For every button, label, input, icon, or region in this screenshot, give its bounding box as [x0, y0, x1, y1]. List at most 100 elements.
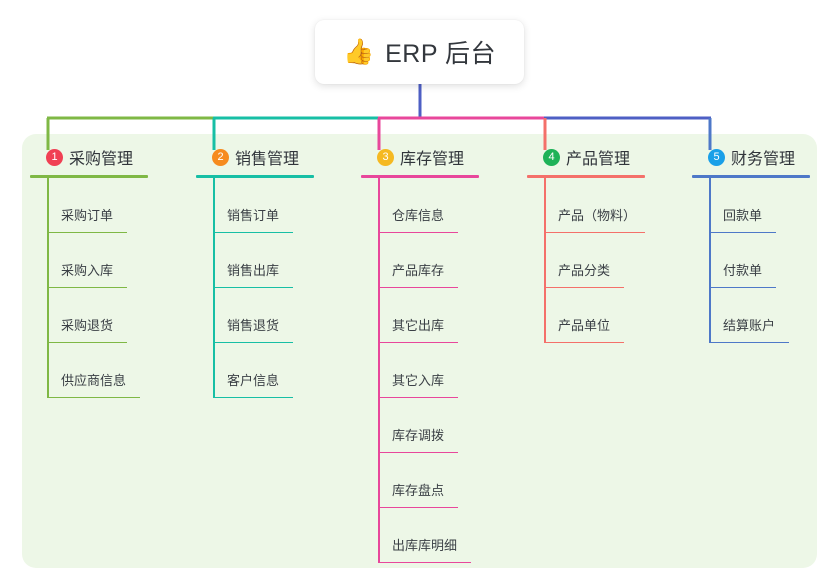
- list-item-label: 其它出库: [392, 318, 445, 333]
- column-spine: [709, 178, 711, 343]
- column-header-4[interactable]: 4 产品管理: [527, 145, 645, 169]
- list-item[interactable]: 产品单位: [527, 288, 645, 343]
- list-item[interactable]: 库存盘点: [361, 453, 479, 508]
- column-title: 财务管理: [731, 151, 796, 168]
- root-node-label: ERP 后台: [385, 40, 497, 68]
- column-4: 4 产品管理产品（物料） 产品分类产品单位: [527, 145, 645, 343]
- column-items: 产品（物料） 产品分类产品单位: [527, 178, 645, 343]
- column-number-badge: 5: [708, 148, 725, 166]
- column-title: 产品管理: [566, 151, 631, 168]
- list-item-rule: [378, 396, 458, 398]
- column-header-rule: [527, 175, 645, 178]
- column-5: 5 财务管理回款单付款单结算账户: [692, 145, 810, 343]
- list-item-rule: [378, 231, 458, 233]
- column-header-5[interactable]: 5 财务管理: [692, 145, 810, 169]
- list-item-label: 产品库存: [392, 263, 445, 278]
- list-item-rule: [544, 341, 624, 343]
- list-item-label: 结算账户: [723, 318, 776, 333]
- column-spine: [378, 178, 380, 563]
- list-item[interactable]: 结算账户: [692, 288, 810, 343]
- column-spine: [213, 178, 215, 398]
- list-item-rule: [544, 231, 645, 233]
- column-header-rule: [30, 175, 148, 178]
- column-number-badge: 4: [543, 148, 560, 166]
- column-spine: [544, 178, 546, 343]
- list-item-label: 产品分类: [558, 263, 611, 278]
- column-number-badge: 2: [212, 148, 229, 166]
- thumbs-up-icon: 👍: [342, 37, 375, 66]
- column-number-badge: 3: [377, 148, 394, 166]
- list-item[interactable]: 产品（物料）: [527, 178, 645, 233]
- list-item-rule: [213, 341, 293, 343]
- list-item-rule: [378, 341, 458, 343]
- list-item[interactable]: 销售出库: [196, 233, 314, 288]
- column-number-badge: 1: [46, 148, 63, 166]
- list-item-label: 付款单: [723, 263, 763, 278]
- list-item[interactable]: 供应商信息: [30, 343, 148, 398]
- column-header-rule: [196, 175, 314, 178]
- list-item-label: 采购退货: [61, 318, 114, 333]
- list-item[interactable]: 仓库信息: [361, 178, 479, 233]
- diagram-background-panel: [22, 134, 817, 568]
- column-header-3[interactable]: 3 库存管理: [361, 145, 479, 169]
- list-item-rule: [47, 341, 127, 343]
- list-item-label: 销售退货: [227, 318, 280, 333]
- list-item[interactable]: 回款单: [692, 178, 810, 233]
- list-item-label: 采购订单: [61, 208, 114, 223]
- column-header-1[interactable]: 1 采购管理: [30, 145, 148, 169]
- list-item[interactable]: 付款单: [692, 233, 810, 288]
- list-item[interactable]: 库存调拨: [361, 398, 479, 453]
- list-item-label: 产品单位: [558, 318, 611, 333]
- list-item-label: 库存调拨: [392, 428, 445, 443]
- list-item-rule: [213, 396, 293, 398]
- list-item[interactable]: 其它入库: [361, 343, 479, 398]
- root-node[interactable]: 👍 ERP 后台: [315, 20, 524, 84]
- list-item-label: 采购入库: [61, 263, 114, 278]
- list-item-label: 产品（物料）: [558, 208, 637, 223]
- list-item[interactable]: 客户信息: [196, 343, 314, 398]
- list-item-label: 客户信息: [227, 373, 280, 388]
- list-item-rule: [378, 451, 458, 453]
- list-item[interactable]: 采购退货: [30, 288, 148, 343]
- column-items: 回款单付款单结算账户: [692, 178, 810, 343]
- list-item-label: 其它入库: [392, 373, 445, 388]
- column-3: 3 库存管理仓库信息产品库存其它出库其它入库库存调拨库存盘点出库库明细: [361, 145, 479, 563]
- list-item[interactable]: 其它出库: [361, 288, 479, 343]
- list-item[interactable]: 产品分类: [527, 233, 645, 288]
- list-item[interactable]: 采购订单: [30, 178, 148, 233]
- list-item-rule: [47, 396, 140, 398]
- column-header-rule: [692, 175, 810, 178]
- column-items: 仓库信息产品库存其它出库其它入库库存调拨库存盘点出库库明细: [361, 178, 479, 563]
- column-spine: [47, 178, 49, 398]
- list-item-rule: [544, 286, 624, 288]
- list-item-rule: [47, 286, 127, 288]
- column-title: 销售管理: [235, 151, 300, 168]
- list-item-rule: [213, 231, 293, 233]
- list-item[interactable]: 出库库明细: [361, 508, 479, 563]
- column-title: 库存管理: [400, 151, 465, 168]
- column-title: 采购管理: [69, 151, 134, 168]
- list-item-rule: [47, 231, 127, 233]
- list-item-rule: [213, 286, 293, 288]
- column-items: 销售订单销售出库销售退货客户信息: [196, 178, 314, 398]
- column-items: 采购订单采购入库采购退货供应商信息: [30, 178, 148, 398]
- list-item-rule: [378, 561, 471, 563]
- column-header-rule: [361, 175, 479, 178]
- list-item[interactable]: 销售退货: [196, 288, 314, 343]
- list-item-label: 出库库明细: [392, 538, 458, 553]
- column-1: 1 采购管理采购订单采购入库采购退货供应商信息: [30, 145, 148, 398]
- list-item[interactable]: 销售订单: [196, 178, 314, 233]
- list-item-label: 回款单: [723, 208, 763, 223]
- list-item-rule: [709, 286, 776, 288]
- list-item-label: 销售出库: [227, 263, 280, 278]
- list-item[interactable]: 产品库存: [361, 233, 479, 288]
- list-item-label: 销售订单: [227, 208, 280, 223]
- list-item[interactable]: 采购入库: [30, 233, 148, 288]
- list-item-label: 供应商信息: [61, 373, 127, 388]
- column-header-2[interactable]: 2 销售管理: [196, 145, 314, 169]
- list-item-label: 库存盘点: [392, 483, 445, 498]
- list-item-rule: [709, 231, 776, 233]
- list-item-rule: [709, 341, 789, 343]
- column-2: 2 销售管理销售订单销售出库销售退货客户信息: [196, 145, 314, 398]
